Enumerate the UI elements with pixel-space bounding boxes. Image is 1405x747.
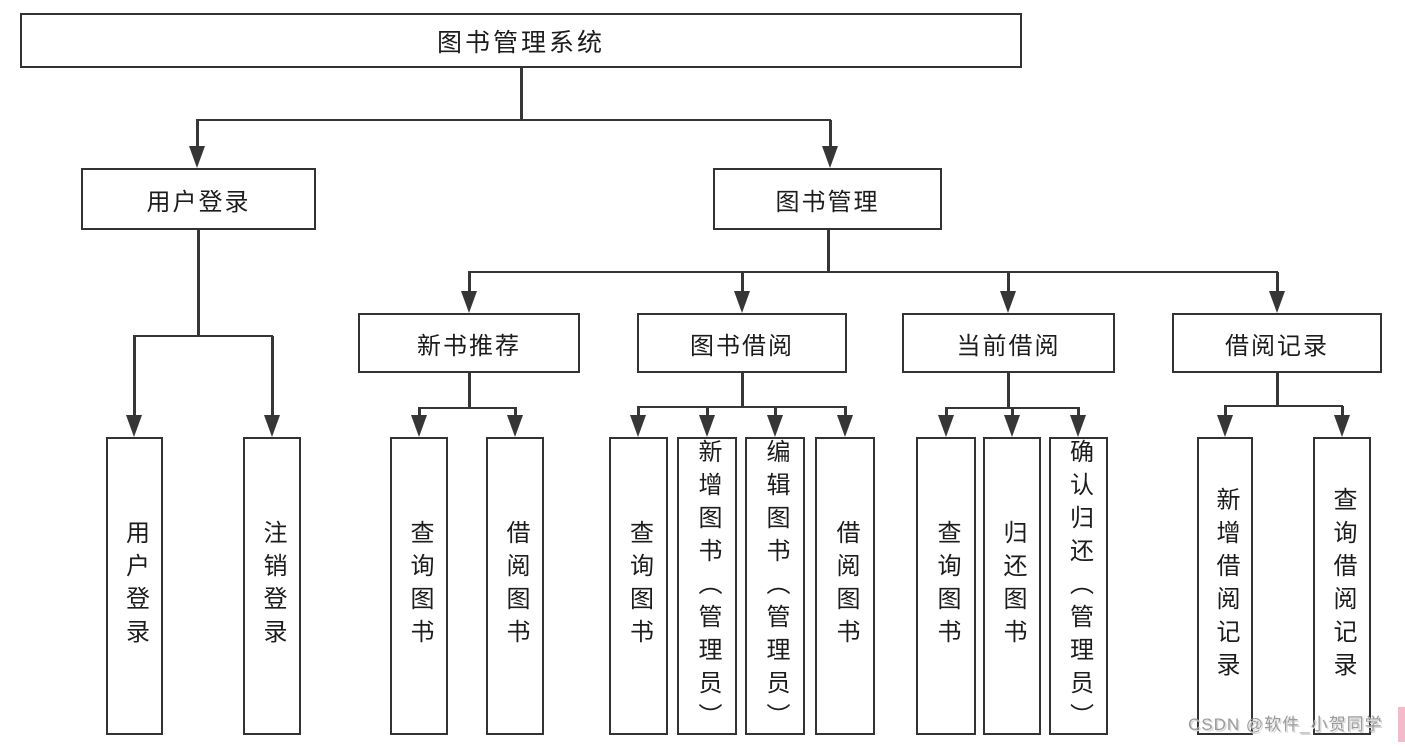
node-new-book-recommend: 新书推荐 — [358, 313, 580, 373]
arrow-down-icon — [461, 291, 477, 313]
arrow-down-icon — [264, 415, 280, 437]
arrow-down-icon — [734, 291, 750, 313]
connector-line — [1077, 408, 1080, 416]
connector-line — [418, 406, 517, 410]
connector-line — [1011, 408, 1014, 416]
node-book-borrowing: 图书借阅 — [637, 313, 847, 373]
arrow-down-icon — [630, 415, 646, 437]
arrow-down-icon — [699, 415, 715, 437]
arrow-down-icon — [1004, 415, 1020, 437]
arrow-down-icon — [767, 415, 783, 437]
connector-line — [468, 373, 471, 409]
connector-line — [1224, 404, 1343, 408]
node-leaf-user-login: 用户登录 — [106, 437, 163, 735]
node-leaf-add-books-admin: 新增图书（管理员） — [677, 437, 737, 736]
node-leaf-return-books: 归还图书 — [983, 437, 1041, 735]
connector-line — [1224, 406, 1227, 416]
leaf-label: 查询图书 — [625, 520, 653, 652]
node-leaf-logout: 注销登录 — [243, 437, 301, 735]
arrow-down-icon — [1000, 291, 1016, 313]
connector-line — [197, 230, 200, 337]
connector-line — [637, 405, 847, 409]
leaf-label: 查询图书 — [406, 520, 433, 652]
leaf-label: 查询图书 — [933, 520, 960, 652]
leaf-label: 新增图书（管理员） — [694, 439, 721, 736]
leaf-label: 注销登录 — [259, 520, 286, 652]
node-leaf-borrow-books-2: 借阅图书 — [815, 437, 875, 735]
arrow-down-icon — [822, 146, 838, 168]
leaf-label: 借阅图书 — [832, 520, 859, 652]
watermark: CSDN @软件_小贺同学 — [1188, 715, 1383, 734]
arrow-down-icon — [507, 415, 523, 437]
connector-line — [844, 407, 847, 416]
node-borrowing-records: 借阅记录 — [1172, 313, 1382, 373]
connector-line — [196, 118, 831, 122]
node-leaf-confirm-return-admin: 确认归还（管理员） — [1049, 437, 1108, 736]
connector-line — [468, 272, 471, 292]
connector-line — [774, 407, 777, 416]
connector-line — [741, 272, 744, 292]
connector-line — [133, 334, 273, 338]
node-leaf-query-books-1: 查询图书 — [390, 437, 448, 735]
connector-line — [196, 120, 199, 147]
connector-line — [468, 270, 1278, 274]
arrow-down-icon — [1217, 415, 1233, 437]
connector-line — [520, 68, 523, 120]
node-leaf-query-books-2: 查询图书 — [609, 437, 668, 735]
node-leaf-query-borrow-record: 查询借阅记录 — [1313, 437, 1371, 735]
arrow-down-icon — [411, 415, 427, 437]
connector-line — [827, 230, 830, 273]
connector-line — [1007, 373, 1010, 409]
node-leaf-borrow-books-1: 借阅图书 — [486, 437, 544, 735]
connector-line — [418, 408, 421, 416]
connector-line — [514, 408, 517, 416]
arrow-down-icon — [938, 415, 954, 437]
leaf-label: 编辑图书（管理员） — [762, 439, 789, 736]
arrow-down-icon — [1070, 415, 1086, 437]
node-book-management: 图书管理 — [713, 168, 942, 230]
connector-line — [829, 120, 832, 147]
leaf-label: 查询借阅记录 — [1329, 487, 1356, 685]
node-current-borrowing: 当前借阅 — [902, 313, 1115, 373]
arrow-down-icon — [126, 415, 142, 437]
node-library-management-system: 图书管理系统 — [20, 13, 1022, 68]
connector-line — [1007, 272, 1010, 292]
connector-line — [706, 407, 709, 416]
leaf-label: 新增借阅记录 — [1212, 487, 1239, 685]
node-leaf-query-books-3: 查询图书 — [916, 437, 976, 735]
node-user-login: 用户登录 — [81, 168, 316, 230]
node-leaf-add-borrow-record: 新增借阅记录 — [1197, 437, 1253, 735]
connector-line — [1276, 373, 1279, 406]
connector-line — [1341, 406, 1344, 416]
leaf-label: 借阅图书 — [502, 520, 529, 652]
arrow-down-icon — [1334, 415, 1350, 437]
connector-line — [1276, 272, 1279, 292]
arrow-down-icon — [837, 415, 853, 437]
node-leaf-edit-books-admin: 编辑图书（管理员） — [745, 437, 805, 736]
connector-line — [741, 373, 744, 407]
connector-line — [945, 408, 948, 416]
leaf-label: 确认归还（管理员） — [1065, 439, 1093, 736]
watermark-accent — [1398, 707, 1405, 742]
arrow-down-icon — [1269, 291, 1285, 313]
arrow-down-icon — [189, 146, 205, 168]
connector-line — [271, 336, 274, 416]
leaf-label: 用户登录 — [121, 520, 149, 652]
connector-line — [133, 336, 136, 416]
connector-line — [637, 407, 640, 416]
leaf-label: 归还图书 — [999, 520, 1026, 652]
